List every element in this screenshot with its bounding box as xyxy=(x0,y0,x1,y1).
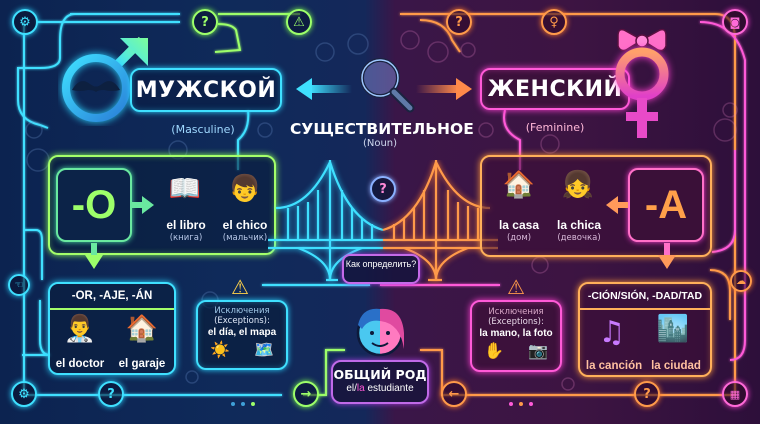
question-icon: ? xyxy=(107,386,115,402)
exceptions-label-en: (Exceptions): xyxy=(214,316,270,326)
exceptions-label: Исключения xyxy=(214,306,270,316)
help-node-bottom-left[interactable]: ? xyxy=(98,381,124,407)
example-word: la ciudad xyxy=(651,360,701,372)
arrow-down-icon xyxy=(658,243,676,269)
question-icon: ? xyxy=(455,14,463,30)
arrow-right-icon: → xyxy=(300,386,312,402)
example-word: la casa xyxy=(498,218,540,232)
masculine-subtitle: (Masculine) xyxy=(171,123,235,136)
question-icon: ? xyxy=(379,181,387,197)
camera-icon: ◙ xyxy=(729,15,741,29)
film-node-bottom-right[interactable]: ▦ xyxy=(722,381,748,407)
ending-o-box: -O xyxy=(56,168,132,242)
example-word: el libro xyxy=(166,218,206,232)
book-icon: 📖 xyxy=(168,174,202,204)
feminine-exceptions-bubble: Исключения (Exceptions): la mano, la fot… xyxy=(470,300,562,372)
hand-icon: ☜ xyxy=(14,279,24,291)
female-symbol-bow-icon xyxy=(615,28,669,138)
female-symbol-icon: ♀ xyxy=(549,14,559,30)
film-icon: ▦ xyxy=(729,387,741,401)
common-gender-title: ОБЩИЙ РОД xyxy=(333,367,427,382)
arrow-right-icon xyxy=(416,78,472,100)
gear-icon: ⚙ xyxy=(18,386,30,402)
bridge-icon xyxy=(268,160,498,282)
example-word: el garaje xyxy=(118,358,166,370)
help-bubble-bridge[interactable]: ? xyxy=(370,176,396,202)
feminine-subtitle: (Feminine) xyxy=(525,121,585,134)
boy-icon: 👦 xyxy=(228,174,262,204)
feminine-other-endings-panel: -CIÓN/SIÓN, -DAD/TAD xyxy=(578,282,712,377)
house-icon: 🏠 xyxy=(502,170,536,200)
garage-icon: 🏠 xyxy=(125,314,159,344)
hand-node-left[interactable]: ☜ xyxy=(8,274,30,296)
masculine-title-box: МУЖСКОЙ xyxy=(130,68,282,112)
help-node-bottom-right[interactable]: ? xyxy=(634,381,660,407)
masculine-other-endings-panel: -OR, -AJE, -ÁN xyxy=(48,282,176,375)
music-note-icon: ♫ xyxy=(598,315,626,350)
camera-icon: 📷 xyxy=(528,341,548,360)
arrow-down-icon xyxy=(85,243,103,269)
common-gender-box: ОБЩИЙ РОД el/la estudiante xyxy=(331,360,429,404)
ending-a-box: -A xyxy=(628,168,704,242)
example-word: la canción xyxy=(585,360,643,372)
cloud-node-right[interactable]: ☁ xyxy=(730,270,752,292)
hand-icon: ✋ xyxy=(484,341,504,360)
help-node-top-right[interactable]: ? xyxy=(446,9,472,35)
arrow-right-icon xyxy=(132,196,154,214)
question-icon: ? xyxy=(201,14,209,30)
masculine-title: МУЖСКОЙ xyxy=(135,77,277,103)
exceptions-label-en: (Exceptions): xyxy=(488,317,544,327)
warning-node-top[interactable]: ⚠ xyxy=(286,9,312,35)
other-endings-label: -CIÓN/SIÓN, -DAD/TAD xyxy=(580,284,710,310)
example-word: el doctor xyxy=(55,358,105,370)
gear-node-bottom-left[interactable]: ⚙ xyxy=(11,381,37,407)
masculine-exceptions-bubble: Исключения (Exceptions): el día, el mapa… xyxy=(196,300,288,370)
question-icon: ? xyxy=(643,386,651,402)
gear-icon: ⚙ xyxy=(19,14,31,30)
warning-icon: ⚠ xyxy=(507,275,525,299)
example-translation: (девочка) xyxy=(557,233,601,243)
next-node-bottom[interactable]: → xyxy=(293,381,319,407)
feminine-title: ЖЕНСКИЙ xyxy=(487,76,623,102)
camera-node-top-right[interactable]: ◙ xyxy=(722,9,748,35)
pagination-dots xyxy=(228,391,258,410)
feminine-title-box: ЖЕНСКИЙ xyxy=(480,68,630,110)
help-node-top-left[interactable]: ? xyxy=(192,9,218,35)
arrow-left-icon xyxy=(296,78,352,100)
half-boy-half-girl-face-icon xyxy=(356,308,404,357)
noun-title: СУЩЕСТВИТЕЛЬНОЕ xyxy=(290,120,474,138)
cloud-icon: ☁ xyxy=(736,275,746,287)
ending-o: -O xyxy=(71,182,117,227)
prev-node-bottom[interactable]: ← xyxy=(441,381,467,407)
sun-icon: ☀️ xyxy=(210,340,230,359)
city-icon: 🏙️ xyxy=(656,314,690,344)
exceptions-label: Исключения xyxy=(488,307,544,317)
female-node-top[interactable]: ♀ xyxy=(541,9,567,35)
warning-icon: ⚠ xyxy=(231,275,249,299)
exceptions-words: la mano, la foto xyxy=(479,328,553,339)
example-word: la chica xyxy=(556,218,602,232)
ending-a: -A xyxy=(644,182,688,227)
example-translation: (мальчик) xyxy=(222,233,268,243)
example-word: el chico xyxy=(222,218,268,232)
magnifier-icon xyxy=(360,58,415,113)
example-translation: (дом) xyxy=(506,233,532,243)
male-symbol-mustache-icon xyxy=(62,36,148,122)
arrow-left-icon: ← xyxy=(448,386,460,402)
exceptions-words: el día, el mapa xyxy=(207,327,277,338)
map-icon: 🗺️ xyxy=(254,340,274,359)
other-endings-label: -OR, -AJE, -ÁN xyxy=(50,284,174,310)
noun-subtitle: (Noun) xyxy=(362,138,398,149)
how-to-determine-bubble: Как определить? xyxy=(342,254,420,284)
common-gender-example: el/la estudiante xyxy=(346,383,414,394)
pagination-dots xyxy=(506,391,536,410)
warning-icon: ⚠ xyxy=(293,14,305,30)
gear-node-top-left[interactable]: ⚙ xyxy=(12,9,38,35)
doctor-icon: 👨‍⚕️ xyxy=(63,314,97,344)
example-translation: (книга) xyxy=(169,233,203,243)
girl-icon: 👧 xyxy=(561,170,595,200)
arrow-left-icon xyxy=(606,196,628,214)
